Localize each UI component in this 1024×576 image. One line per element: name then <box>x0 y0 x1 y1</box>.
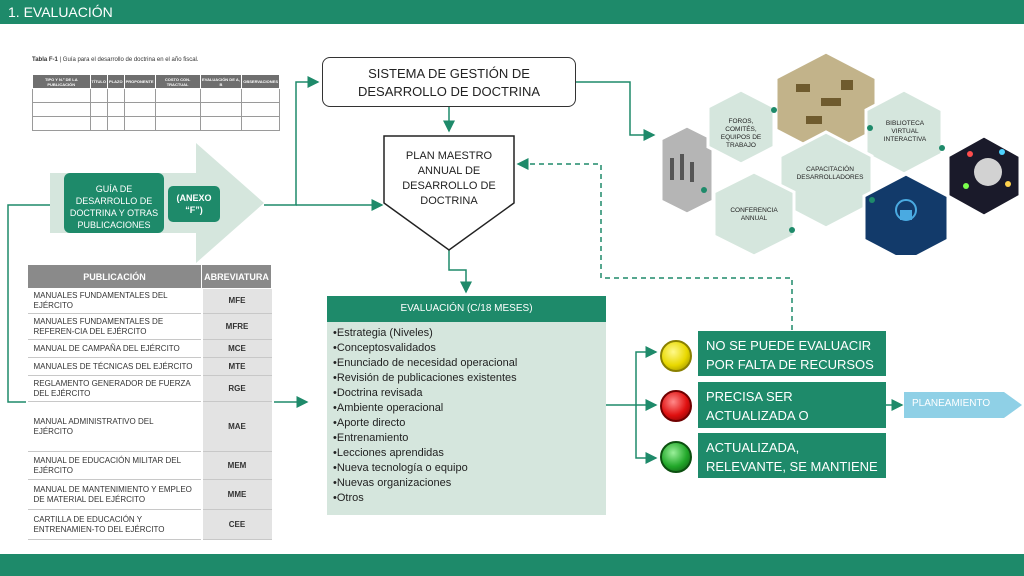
connector-to-sgd <box>264 76 320 206</box>
table-f1-header: TÍTULO <box>89 74 109 89</box>
evaluacion-title: EVALUACIÓN (C/18 MESES) <box>327 296 606 322</box>
green-light-icon <box>660 441 692 473</box>
table-f1-header: COSTO CON-TRACTUAL <box>154 74 201 89</box>
evaluacion-list: •Estrategia (Niveles) •Conceptosvalidado… <box>327 322 606 515</box>
list-item: •Aporte directo <box>333 417 406 429</box>
table-f1-header: TIPO Y N.º DE LA PUBLICACIÓN <box>32 74 91 89</box>
hex-biblioteca-label: BIBLIOTECA VIRTUAL INTERACTIVA <box>883 120 927 143</box>
list-item: •Ambiente operacional <box>333 402 444 414</box>
list-item: •Conceptosvalidados <box>333 342 436 354</box>
people-image-hex <box>659 124 715 216</box>
status-mantiene: ACTUALIZADA, RELEVANTE, SE MANTIENE <box>698 433 886 478</box>
plan-shape <box>383 135 515 251</box>
table-row <box>32 116 280 131</box>
connector-feedback-dashed <box>516 158 793 330</box>
list-item: •Lecciones aprendidas <box>333 447 444 459</box>
header-bar: 1. EVALUACIÓN <box>0 0 1024 24</box>
table-f1-header: OBSERVACIONES <box>241 74 280 89</box>
anexo-box: (ANEXO “F”) <box>168 186 220 222</box>
list-item: •Otros <box>333 492 364 504</box>
table-f1-header: PLAZO <box>107 74 125 89</box>
red-light-icon <box>660 390 692 422</box>
publications-table: PUBLICACIÓN ABREVIATURA MANUALES FUNDAME… <box>27 264 272 540</box>
guide-box: GUÍA DE DESARROLLO DE DOCTRINA Y OTRAS P… <box>64 173 164 233</box>
table-f1-caption: Tabla F-1 | Guía para el desarrollo de d… <box>32 57 199 63</box>
planeamiento-label: PLANEAMIENTO <box>912 398 991 409</box>
status-actualizar: PRECISA SER ACTUALIZADA O DEROGADA <box>698 382 886 442</box>
hex-cluster <box>659 50 1022 255</box>
table-row: REGLAMENTO GENERADOR DE FUERZA DEL EJÉRC… <box>27 375 272 402</box>
table-row: MANUAL DE EDUCACIÓN MILITAR DEL EJÉRCITO… <box>27 451 272 480</box>
connector-eval-green <box>635 405 658 464</box>
status-no-evaluable: NO SE PUEDE EVALUACIR POR FALTA DE RECUR… <box>698 331 886 376</box>
page-title: 1. EVALUACIÓN <box>8 4 113 20</box>
planeamiento-arrow-shape <box>904 392 1022 418</box>
table-row <box>32 88 280 103</box>
list-item: •Revisión de publicaciones existentes <box>333 372 517 384</box>
table-row: MANUALES FUNDAMENTALES DE REFEREN-CIA DE… <box>27 313 272 340</box>
table-row: CARTILLA DE EDUCACIÓN Y ENTRENAMIEN-TO D… <box>27 509 272 540</box>
connector-plan-eval <box>448 250 472 294</box>
list-item: •Enunciado de necesidad operacional <box>333 357 518 369</box>
connector-left-loop <box>7 204 50 403</box>
connector-eval-yellow <box>606 346 658 406</box>
plan-label: PLAN MAESTRO ANNUAL DE DESARROLLO DE DOC… <box>402 150 496 207</box>
list-item: •Nuevas organizaciones <box>333 477 452 489</box>
yellow-light-icon <box>660 340 692 372</box>
sgd-box: SISTEMA DE GESTIÓN DE DESARROLLO DE DOCT… <box>322 57 576 107</box>
list-item: •Entrenamiento <box>333 432 409 444</box>
table-f1: TIPO Y N.º DE LA PUBLICACIÓN TÍTULO PLAZ… <box>32 74 280 131</box>
list-item: •Estrategia (Niveles) <box>333 327 433 339</box>
footer-bar <box>0 554 1024 576</box>
publications-header-abbr: ABREVIATURA <box>201 264 272 289</box>
list-item: •Doctrina revisada <box>333 387 423 399</box>
table-row <box>32 102 280 117</box>
list-item: •Nueva tecnología o equipo <box>333 462 468 474</box>
table-f1-header: PROPONENTE <box>123 74 156 89</box>
table-f1-header: EVALUACIÓN DE A, B <box>199 74 243 89</box>
hex-conferencia <box>712 170 796 255</box>
hex-capacitacion <box>778 130 874 230</box>
publications-header-name: PUBLICACIÓN <box>27 264 202 289</box>
table-row: MANUAL DE MANTENIMIENTO Y EMPLEO DE MATE… <box>27 479 272 510</box>
hex-foros-label: FOROS, COMITÉS, EQUIPOS DE TRABAJO <box>720 118 762 149</box>
hex-capacitacion-label: CAPACITACIÓN DESARROLLADORES <box>796 166 864 181</box>
connector-sgd-hex <box>576 81 656 141</box>
hex-conferencia-label: CONFERENCIA ANNUAL <box>730 207 778 222</box>
